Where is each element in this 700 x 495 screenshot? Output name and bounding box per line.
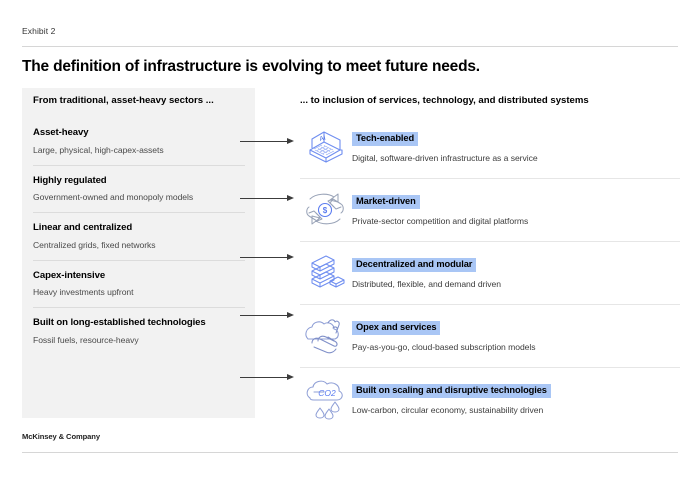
co2-cloud-droplets-icon: CO2 bbox=[300, 376, 352, 422]
laptop-ai-icon: AI bbox=[300, 124, 352, 170]
hand-cloud-icon bbox=[300, 313, 352, 359]
bottom-divider bbox=[22, 452, 678, 453]
left-item-title: Linear and centralized bbox=[33, 222, 133, 233]
left-item-subtitle: Heavy investments upfront bbox=[33, 287, 134, 297]
left-item-title: Asset-heavy bbox=[33, 127, 89, 138]
right-item-subtitle: Pay-as-you-go, cloud-based subscription … bbox=[352, 342, 536, 352]
left-column-list: Asset-heavy Large, physical, high-capex-… bbox=[33, 118, 245, 355]
modular-bricks-icon bbox=[300, 250, 352, 296]
right-item-subtitle: Digital, software-driven infrastructure … bbox=[352, 153, 538, 163]
right-column-list: AI Tech-enabled Digital, software-driven… bbox=[300, 116, 680, 430]
right-column-header: ... to inclusion of services, technology… bbox=[300, 95, 589, 106]
list-item: $ Market-driven Private-sector competiti… bbox=[300, 178, 680, 241]
right-item-text: Opex and services Pay-as-you-go, cloud-b… bbox=[352, 313, 680, 353]
left-item-title: Capex-intensive bbox=[33, 269, 106, 281]
list-item: Highly regulated Government-owned and mo… bbox=[33, 164, 245, 213]
arrow-icon bbox=[240, 195, 296, 202]
right-item-subtitle: Distributed, flexible, and demand driven bbox=[352, 279, 501, 289]
left-item-subtitle: Large, physical, high-capex-assets bbox=[33, 144, 164, 155]
laptop-ai-icon-label: AI bbox=[319, 135, 327, 143]
status-badge: Built on scaling and disruptive technolo… bbox=[352, 383, 551, 398]
arrow-icon bbox=[240, 254, 296, 261]
left-column-panel bbox=[22, 88, 255, 418]
right-item-subtitle: Low-carbon, circular economy, sustainabi… bbox=[352, 405, 544, 415]
right-item-subtitle: Private-sector competition and digital p… bbox=[352, 216, 529, 226]
right-item-text: Decentralized and modular Distributed, f… bbox=[352, 250, 680, 290]
right-item-text: Market-driven Private-sector competition… bbox=[352, 187, 680, 227]
left-item-subtitle: Fossil fuels, resource-heavy bbox=[33, 334, 139, 345]
list-item: Decentralized and modular Distributed, f… bbox=[300, 241, 680, 304]
right-item-text: Tech-enabled Digital, software-driven in… bbox=[352, 124, 680, 164]
left-item-title: Highly regulated bbox=[33, 174, 107, 186]
list-item: AI Tech-enabled Digital, software-driven… bbox=[300, 116, 680, 178]
money-symbol-label: $ bbox=[323, 206, 328, 215]
status-badge: Opex and services bbox=[352, 320, 441, 335]
hands-exchange-money-icon: $ bbox=[300, 187, 352, 233]
list-item: Linear and centralized Centralized grids… bbox=[33, 212, 245, 260]
status-badge: Tech-enabled bbox=[352, 131, 419, 146]
left-item-subtitle: Government-owned and monopoly models bbox=[33, 192, 194, 202]
list-item: Built on long-established technologies F… bbox=[33, 307, 245, 355]
co2-label: CO2 bbox=[318, 388, 336, 398]
list-item: Capex-intensive Heavy investments upfron… bbox=[33, 259, 245, 308]
left-item-title: Built on long-established technologies bbox=[33, 317, 206, 328]
list-item: Asset-heavy Large, physical, high-capex-… bbox=[33, 118, 245, 165]
exhibit-label: Exhibit 2 bbox=[22, 26, 56, 36]
top-divider bbox=[22, 46, 678, 47]
list-item: Opex and services Pay-as-you-go, cloud-b… bbox=[300, 304, 680, 367]
arrow-icon bbox=[240, 312, 296, 319]
brand-logo: McKinsey & Company bbox=[22, 432, 100, 441]
left-item-subtitle: Centralized grids, fixed networks bbox=[33, 239, 156, 250]
status-badge: Market-driven bbox=[352, 194, 420, 209]
page-title: The definition of infrastructure is evol… bbox=[22, 58, 480, 75]
arrow-icon bbox=[240, 374, 296, 381]
arrow-icon bbox=[240, 138, 296, 145]
list-item: CO2 Built on scaling and disruptive tech… bbox=[300, 367, 680, 430]
right-item-text: Built on scaling and disruptive technolo… bbox=[352, 376, 680, 416]
left-column-header: From traditional, asset-heavy sectors ..… bbox=[33, 95, 214, 106]
status-badge: Decentralized and modular bbox=[352, 257, 477, 272]
